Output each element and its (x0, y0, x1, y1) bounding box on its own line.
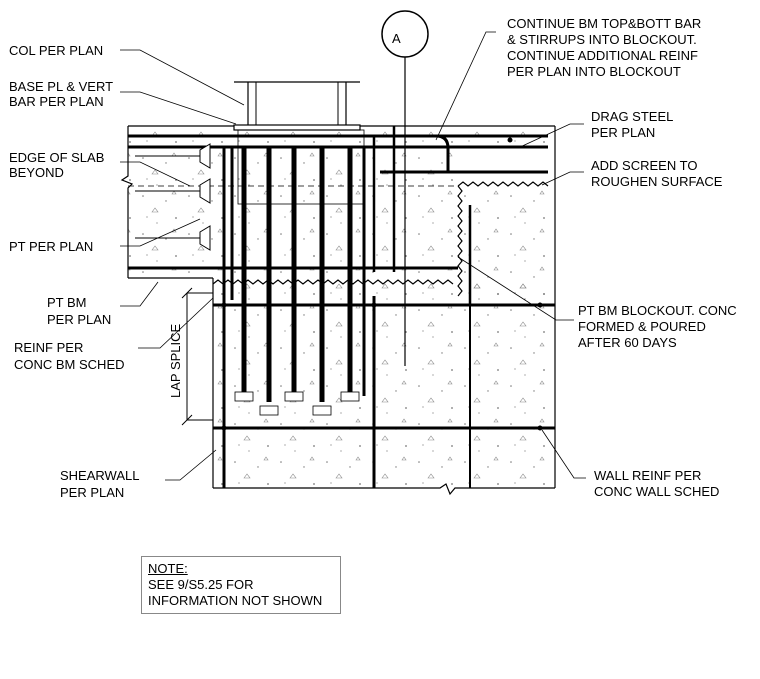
edge-slab-label-line1: EDGE OF SLAB (9, 150, 104, 165)
lap-splice-label: LAP SPLICE (168, 323, 183, 398)
drag-steel-label-line2: PER PLAN (591, 125, 655, 140)
section-marker (381, 10, 429, 366)
base-pl-label-line1: BASE PL & VERT (9, 79, 113, 94)
continue-label-line2: & STIRRUPS INTO BLOCKOUT. (507, 32, 697, 47)
lap-splice-dimension (181, 287, 213, 426)
wall-reinf-label-line1: WALL REINF PER (594, 468, 701, 483)
pt-per-plan-label: PT PER PLAN (9, 239, 93, 254)
note-title: NOTE: (148, 561, 188, 576)
blockout-label-line1: PT BM BLOCKOUT. CONC (578, 303, 737, 318)
continue-label-line3: CONTINUE ADDITIONAL REINF (507, 48, 698, 63)
wall-rebar (213, 303, 555, 488)
steel-column (234, 81, 360, 126)
beam-stirrups (372, 126, 472, 304)
note-line1: SEE 9/S5.25 FOR (148, 577, 254, 592)
blockout-label-line3: AFTER 60 DAYS (578, 335, 677, 350)
shearwall-label-line1: SHEARWALL (60, 468, 139, 483)
blockout-label-line2: FORMED & POURED (578, 319, 706, 334)
pt-bm-label-line2: PER PLAN (47, 312, 111, 327)
roughen-screen-zigzag (212, 181, 549, 297)
note-line2: INFORMATION NOT SHOWN (148, 593, 323, 608)
shearwall-label-line2: PER PLAN (60, 485, 124, 500)
concrete-slab (128, 126, 555, 276)
continue-label-line1: CONTINUE BM TOP&BOTT BAR (507, 16, 701, 31)
screen-label-line2: ROUGHEN SURFACE (591, 174, 723, 189)
vertical-dowels (222, 146, 376, 488)
screen-label-line1: ADD SCREEN TO (591, 158, 697, 173)
leader-dots (221, 137, 543, 431)
reinf-label-line2: CONC BM SCHED (14, 357, 125, 372)
base-pl-label-line2: BAR PER PLAN (9, 94, 104, 109)
col-per-plan-label: COL PER PLAN (9, 43, 103, 58)
pt-anchors (135, 143, 211, 251)
wall-reinf-label-line2: CONC WALL SCHED (594, 484, 719, 499)
section-marker-label: A (392, 31, 401, 46)
shearwall-concrete (213, 280, 555, 488)
drag-steel-label-line1: DRAG STEEL (591, 109, 673, 124)
edge-slab-label-line2: BEYOND (9, 165, 64, 180)
continue-label-line4: PER PLAN INTO BLOCKOUT (507, 64, 681, 79)
dowel-anchor-blocks (234, 391, 360, 416)
reinf-label-line1: REINF PER (14, 340, 83, 355)
pt-bm-label-line1: PT BM (47, 295, 87, 310)
leader-lines (120, 31, 586, 481)
note-box: NOTE: SEE 9/S5.25 FOR INFORMATION NOT SH… (141, 556, 341, 614)
